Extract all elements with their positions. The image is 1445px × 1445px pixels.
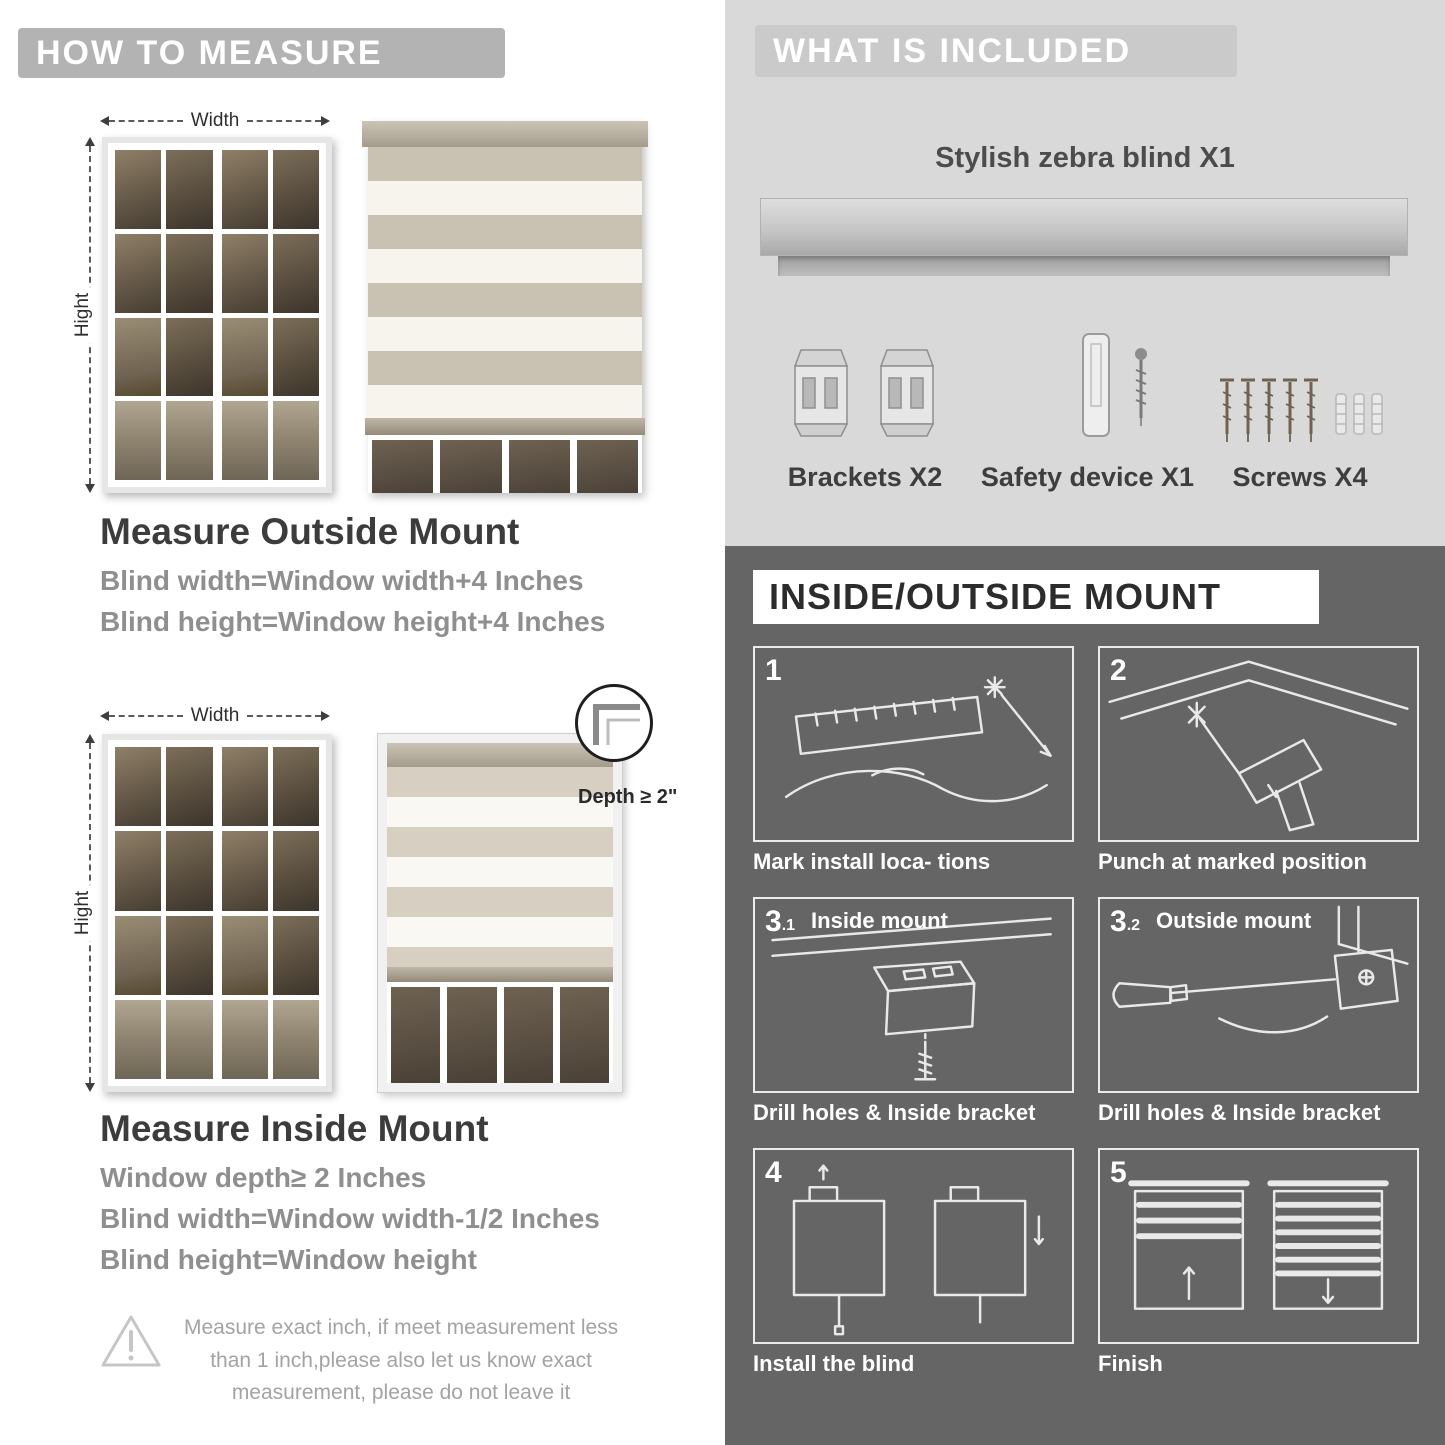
inside-mount-label: Inside mount	[811, 908, 948, 933]
window-photo	[102, 137, 332, 493]
safety-device-label: Safety device X1	[980, 462, 1195, 492]
arrow-right-icon	[321, 711, 331, 721]
blind-stripes	[387, 767, 613, 967]
step-3-2-panel: 3.2 Outside mount	[1098, 897, 1419, 1093]
window-sash	[115, 747, 213, 1079]
depth-callout-circle	[575, 684, 653, 762]
mark-locations-illustration	[784, 676, 1052, 803]
blind-bottom-rail	[387, 967, 613, 982]
arrow-up-icon	[85, 734, 95, 743]
step-4-panel: 4	[753, 1148, 1074, 1344]
what-is-included-header: WHAT IS INCLUDED	[755, 25, 1237, 77]
window-sash	[221, 150, 319, 480]
what-is-included-section: WHAT IS INCLUDED Stylish zebra blind X1	[725, 0, 1445, 546]
safety-device-illustration	[1082, 333, 1147, 437]
step-3-1-panel: 3.1 Inside mount	[753, 897, 1074, 1093]
inside-mount-line3: Blind height=Window height	[100, 1244, 477, 1275]
screws-label: Screws X4	[1232, 462, 1368, 492]
step-3-1: 3.1 Inside mount Drill holes & Inside br…	[753, 897, 1074, 1128]
step-number: 2	[1110, 654, 1127, 687]
step-number: 1	[765, 654, 782, 687]
mount-title: INSIDE/OUTSIDE MOUNT	[769, 576, 1222, 617]
steps-grid: 1 Mark install loca- tions	[753, 646, 1419, 1379]
warning-text: Measure exact inch, if meet measurement …	[184, 1316, 619, 1405]
blind-cassette	[387, 743, 613, 767]
blind-cassette	[362, 121, 648, 147]
headrail-illustration	[760, 198, 1408, 276]
mount-header: INSIDE/OUTSIDE MOUNT	[753, 570, 1319, 624]
step-1-panel: 1	[753, 646, 1074, 842]
window-below-blind	[387, 982, 613, 1083]
step-4: 4 Install the blind	[753, 1148, 1074, 1379]
screws-illustration	[1220, 378, 1383, 442]
step-caption: Finish	[1098, 1351, 1163, 1376]
install-blind-illustration	[792, 1164, 1045, 1336]
height-arrow: Hight	[72, 137, 100, 493]
step-number: 4	[765, 1156, 782, 1189]
step-number: 3.1 Inside mount	[765, 905, 948, 938]
how-to-measure-title: HOW TO MEASURE	[36, 33, 383, 72]
step-caption: Drill holes & Inside bracket	[1098, 1100, 1381, 1125]
zebra-blind-count-label: Stylish zebra blind X1	[935, 142, 1235, 174]
outside-mount-figure: Width Hight	[72, 105, 660, 500]
step-caption: Mark install loca- tions	[753, 849, 991, 874]
inside-mount-line2: Blind width=Window width-1/2 Inches	[100, 1203, 600, 1234]
what-is-included-title: WHAT IS INCLUDED	[773, 31, 1132, 70]
step-number: 5	[1110, 1156, 1127, 1189]
width-label: Width	[190, 110, 240, 131]
width-arrow: Width	[100, 705, 331, 726]
warning-triangle-icon	[101, 1315, 161, 1367]
width-label: Width	[190, 705, 240, 726]
inside-mount-figure: Width Hight	[72, 684, 680, 1100]
arrow-up-icon	[85, 137, 95, 146]
step-2-panel: 2	[1098, 646, 1419, 842]
arrow-down-icon	[85, 484, 95, 493]
inside-mount-line1: Window depth≥ 2 Inches	[100, 1162, 427, 1193]
step-number: 3.2 Outside mount	[1110, 905, 1312, 938]
window-corner-icon	[593, 704, 640, 745]
arrow-right-icon	[321, 116, 331, 126]
outside-mount-line2: Blind height=Window height+4 Inches	[100, 606, 606, 637]
step-1: 1 Mark install loca- tions	[753, 646, 1074, 877]
inside-mount-title: Measure Inside Mount	[100, 1108, 489, 1149]
depth-label: Depth ≥ 2"	[578, 786, 678, 808]
finish-blinds-illustration	[1128, 1180, 1389, 1310]
outside-mount-line1: Blind width=Window width+4 Inches	[100, 565, 584, 596]
arrow-left-icon	[100, 116, 109, 126]
step-3-2: 3.2 Outside mount Drill holes & I	[1098, 897, 1419, 1128]
inside-bracket-illustration	[771, 917, 1052, 1081]
outside-mount-title: Measure Outside Mount	[100, 511, 520, 552]
window-photo	[102, 734, 332, 1092]
step-caption: Punch at marked position	[1098, 849, 1367, 874]
step-5-panel: 5	[1098, 1148, 1419, 1344]
arrow-left-icon	[100, 711, 109, 721]
outside-bracket-illustration	[1112, 905, 1409, 1034]
step-caption: Drill holes & Inside bracket	[753, 1100, 1036, 1125]
blind-stripes	[368, 147, 642, 418]
blind-bottom-rail	[365, 418, 645, 435]
height-label: Hight	[72, 286, 94, 344]
step-2: 2 Punch at marked position	[1098, 646, 1419, 877]
mount-instructions-section: INSIDE/OUTSIDE MOUNT 1	[725, 546, 1445, 1445]
brackets-label: Brackets X2	[787, 462, 943, 492]
measurement-warning: Measure exact inch, if meet measurement …	[100, 1312, 660, 1410]
height-label: Hight	[72, 884, 94, 942]
zebra-blind-outside-illustration	[362, 121, 648, 493]
how-to-measure-header: HOW TO MEASURE	[18, 28, 505, 78]
window-below-blind	[368, 435, 642, 493]
zebra-blind-inside-illustration	[377, 733, 623, 1093]
step-5: 5 Finish	[1098, 1148, 1419, 1379]
arrow-down-icon	[85, 1083, 95, 1092]
width-arrow: Width	[100, 110, 331, 131]
outside-mount-label: Outside mount	[1156, 908, 1312, 933]
drill-illustration	[1108, 660, 1409, 832]
window-sash	[115, 150, 213, 480]
brackets-illustration	[793, 349, 935, 437]
window-sash	[221, 747, 319, 1079]
height-arrow: Hight	[72, 734, 100, 1092]
step-caption: Install the blind	[753, 1351, 915, 1376]
